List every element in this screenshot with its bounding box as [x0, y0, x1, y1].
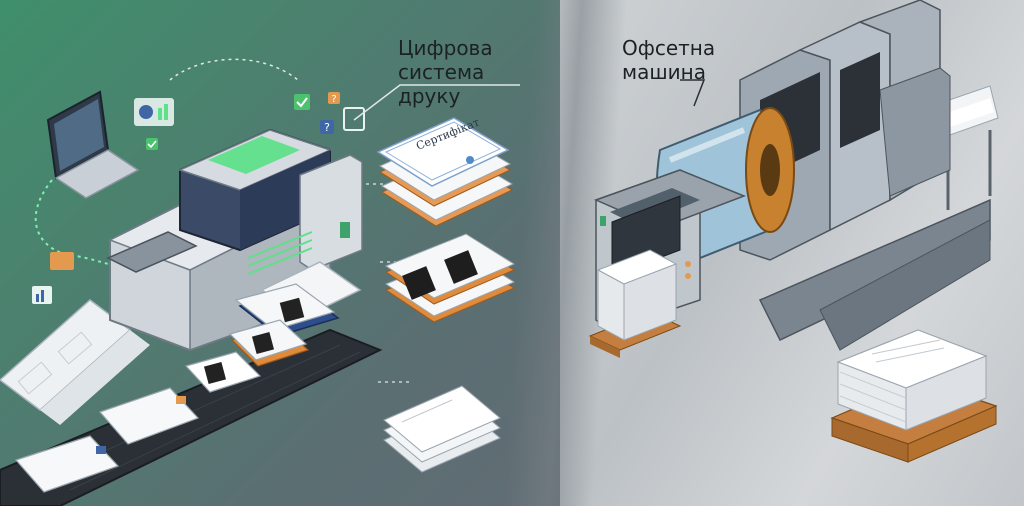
laptop-icon: [46, 90, 140, 199]
checkmark-icon: [146, 94, 310, 150]
qr-card-stack: [184, 283, 340, 393]
scanner-glow: [208, 136, 300, 174]
offset-label-line1: Офсетна: [622, 36, 716, 60]
data-arc: [169, 58, 299, 81]
offset-machine-label: Офсетна машина: [622, 36, 772, 84]
envelope-icon: [14, 387, 200, 493]
digital-label-line2: система друку: [398, 60, 485, 108]
offset-input-stack: [588, 249, 682, 358]
certificate-stack: [376, 117, 514, 227]
document-icon: [32, 107, 365, 304]
chart-icon: [134, 98, 174, 126]
qr-code-icon: [384, 233, 516, 323]
svg-text:?: ?: [331, 94, 336, 105]
digital-label-line1: Цифрова: [398, 36, 493, 60]
svg-text:?: ?: [324, 121, 330, 134]
data-flow-line: [34, 179, 113, 266]
question-icon: ? ?: [320, 92, 340, 134]
offset-label-line2: машина: [622, 60, 706, 84]
offset-label-leader: [680, 79, 706, 107]
envelope-stack: [383, 385, 501, 473]
digital-printing-label: Цифрова система друку: [398, 36, 538, 108]
digital-label-leader: [353, 84, 520, 121]
pallet-stack: [830, 329, 998, 463]
